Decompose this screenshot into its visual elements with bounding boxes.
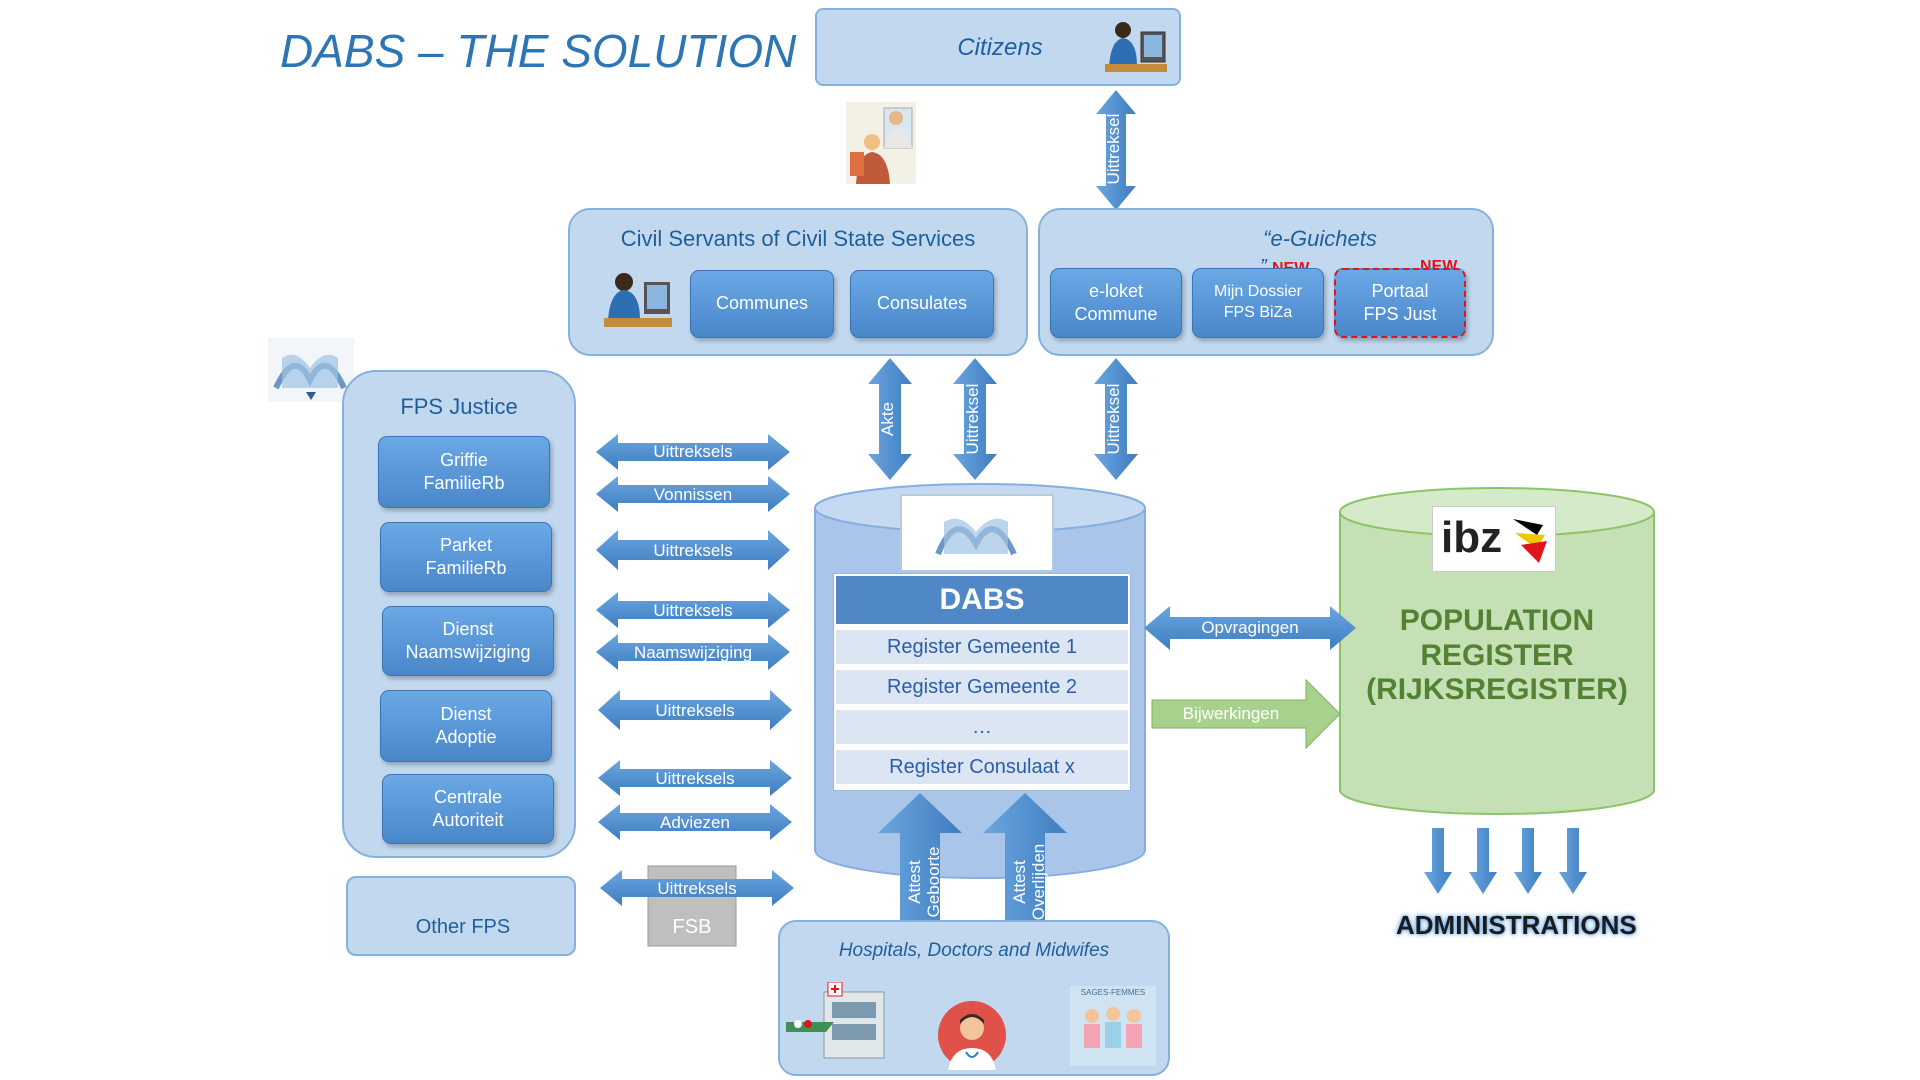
arrow-griffie-1 — [596, 434, 790, 470]
fsb-label: FSB — [672, 916, 712, 938]
civil-office-icon — [846, 102, 916, 184]
hospitals-panel: Hospitals, Doctors and Midwifes SAGES-FE… — [778, 920, 1170, 1076]
vertical-arrows — [868, 90, 1138, 480]
label-overlijden: Attest Overlijden — [1010, 843, 1048, 921]
ibz-logo-text: ibz — [1441, 513, 1503, 562]
arrow-griffie-2 — [596, 476, 790, 512]
tile-parket-label: Parket FamilieRb — [425, 534, 507, 578]
arrow-naam-2 — [596, 634, 790, 670]
tile-griffie[interactable]: Griffie FamilieRb — [378, 436, 550, 508]
arrow-naam-1 — [596, 592, 790, 628]
tile-centrale-label: Centrale Autoriteit — [432, 786, 504, 830]
arrow-centrale-2 — [598, 804, 792, 840]
arrow-centrale-1 — [598, 760, 792, 796]
label-akte: Akte — [878, 401, 897, 437]
tile-adoptie-label: Dienst Adoptie — [435, 703, 497, 747]
label-geboorte: Attest Geboorte — [905, 846, 943, 918]
label-eguichet-uittreksel: Uittreksel — [1104, 383, 1123, 455]
arrow-citizens — [1096, 90, 1136, 210]
dabs-header: DABS — [836, 576, 1128, 624]
arrow-eguichet-uittreksel — [1094, 358, 1138, 480]
dabs-row-ellipsis: … — [836, 708, 1128, 744]
label-other-fps: Uittreksels — [657, 879, 737, 898]
label-civil-uittreksel: Uittreksel — [963, 383, 982, 455]
civil-servants-panel: Civil Servants of Civil State Services C… — [568, 208, 1028, 356]
dabs-row-consulaat[interactable]: Register Consulaat x — [836, 748, 1128, 784]
arrow-parket — [596, 530, 790, 570]
eguichets-panel: “e-Guichets ” NEW NEW e-loket Commune Mi… — [1038, 208, 1494, 356]
dabs-row-gemeente-1[interactable]: Register Gemeente 1 — [836, 628, 1128, 664]
label-citizens-uittreksel: Uittreksel — [1104, 113, 1123, 185]
dabs-logo-box — [900, 494, 1054, 572]
civil-servant-computer-icon — [604, 273, 672, 327]
tile-eloket-commune[interactable]: e-loket Commune — [1050, 268, 1182, 338]
page-title: DABS – THE SOLUTION — [280, 25, 797, 77]
hospitals-title: Hospitals, Doctors and Midwifes — [838, 940, 1110, 961]
tile-parket[interactable]: Parket FamilieRb — [380, 522, 552, 592]
arrow-geboorte — [878, 793, 962, 925]
eguichets-quote-end: ” — [1260, 256, 1267, 278]
tile-dienst-naamswijziging[interactable]: Dienst Naamswijziging — [382, 606, 554, 676]
down-arrows — [1424, 828, 1587, 894]
label-naam-1: Uittreksels — [653, 601, 733, 620]
dabs-row-gemeente-2[interactable]: Register Gemeente 2 — [836, 668, 1128, 704]
tile-mijn-dossier[interactable]: Mijn Dossier FPS BiZa — [1192, 268, 1324, 338]
up-arrows — [878, 793, 1067, 925]
arrow-civil-uittreksel — [953, 358, 997, 480]
label-griffie-2: Vonnissen — [653, 485, 733, 504]
label-bijwerkingen: Bijwerkingen — [1182, 704, 1280, 723]
tile-consulates[interactable]: Consulates — [850, 270, 994, 338]
down-arrow-3 — [1514, 828, 1542, 894]
tile-portaal-label: Portaal FPS Just — [1363, 280, 1437, 324]
arrow-other-fps — [600, 870, 794, 906]
midwives-sign: SAGES-FEMMES — [1080, 988, 1146, 997]
tile-portaal-fps-just[interactable]: Portaal FPS Just — [1334, 268, 1466, 338]
arrow-adoptie — [598, 690, 792, 730]
label-parket: Uittreksels — [653, 541, 733, 560]
doctor-icon — [938, 1001, 1006, 1070]
tile-mijn-dossier-label: Mijn Dossier FPS BiZa — [1213, 283, 1302, 321]
fps-justice-logo — [268, 338, 354, 402]
label-naam-2: Naamswijziging — [633, 643, 753, 662]
citizens-label: Citizens — [957, 34, 1043, 61]
tile-communes-label: Communes — [715, 293, 809, 314]
population-register-label: POPULATION REGISTER (RIJKSREGISTER) — [1366, 604, 1628, 706]
label-centrale-2: Adviezen — [660, 813, 730, 832]
administrations-label: ADMINISTRATIONS — [1396, 910, 1637, 940]
down-arrow-1 — [1424, 828, 1452, 894]
dabs-logo-icon — [935, 518, 1017, 556]
civil-servants-title: Civil Servants of Civil State Services — [620, 226, 976, 251]
tile-dienst-naam-label: Dienst Naamswijziging — [405, 618, 531, 662]
down-arrow-4 — [1559, 828, 1587, 894]
left-arrows — [596, 434, 792, 840]
label-adoptie: Uittreksels — [655, 701, 735, 720]
arrow-bijwerkingen — [1151, 678, 1341, 750]
tile-communes[interactable]: Communes — [690, 270, 834, 338]
tile-centrale-autoriteit[interactable]: Centrale Autoriteit — [382, 774, 554, 844]
fps-justice-panel: FPS Justice Griffie FamilieRb Parket Fam… — [342, 370, 576, 858]
citizens-panel: Citizens — [815, 8, 1181, 86]
dabs-table: DABS Register Gemeente 1 Register Gemeen… — [834, 574, 1130, 790]
down-arrow-2 — [1469, 828, 1497, 894]
hospital-icon — [786, 982, 885, 1059]
fps-justice-title: FPS Justice — [400, 394, 518, 419]
belgian-flag-icon — [1513, 519, 1547, 563]
other-fps-label: Other FPS — [415, 916, 511, 938]
tile-eloket-label: e-loket Commune — [1074, 280, 1158, 324]
label-griffie-1: Uittreksels — [653, 442, 733, 461]
eguichets-title: “e-Guichets — [1263, 226, 1377, 251]
label-opvragingen: Opvragingen — [1201, 618, 1299, 637]
other-fps-panel: Other FPS — [346, 876, 576, 956]
tile-dienst-adoptie[interactable]: Dienst Adoptie — [380, 690, 552, 762]
computer-user-icon — [1105, 22, 1167, 72]
arrow-opvragingen — [1144, 606, 1356, 650]
label-centrale-1: Uittreksels — [655, 769, 735, 788]
tile-griffie-label: Griffie FamilieRb — [423, 449, 505, 493]
ibz-logo: ibz — [1432, 506, 1556, 572]
tile-consulates-label: Consulates — [876, 293, 968, 314]
arrow-overlijden — [983, 793, 1067, 925]
arrow-akte — [868, 358, 912, 480]
midwives-icon — [1070, 986, 1156, 1066]
